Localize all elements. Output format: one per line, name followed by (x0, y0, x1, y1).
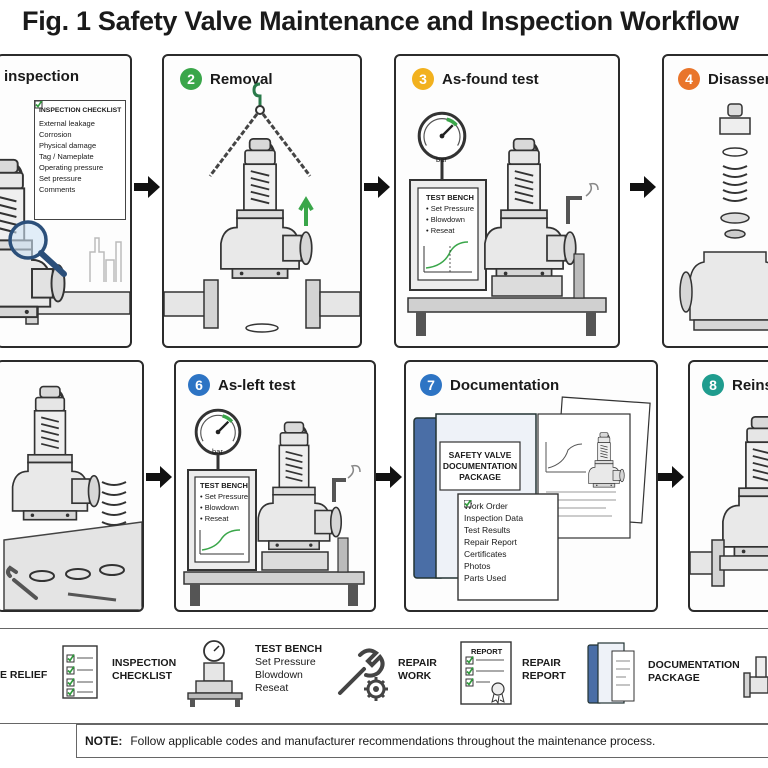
step-8-panel: 8 Reins (688, 360, 768, 612)
step-3-number: 3 (412, 68, 434, 90)
arrow-7-8 (658, 466, 684, 488)
note-text: Follow applicable codes and manufacturer… (130, 734, 656, 748)
step-8-illustration (690, 415, 768, 587)
step-7-illustration (413, 396, 651, 601)
as-found-bench-title: TEST BENCH (426, 193, 474, 202)
step-4-header: 4 Disasser (678, 68, 768, 90)
step-4-label: Disasser (708, 70, 768, 88)
step-8-number: 8 (702, 374, 724, 396)
legend-repair-report: REPAIR REPORT (522, 657, 566, 682)
legend-test-bench: TEST BENCH Set Pressure Blowdown Reseat (255, 643, 323, 694)
legend-report-icon (460, 641, 512, 705)
as-left-gauge-label: bar (212, 447, 223, 456)
checklist-item: Tag / Nameplate (35, 101, 121, 162)
as-found-bench-list: TEST BENCH • Set Pressure • Blowdown • R… (426, 192, 474, 236)
as-left-bench-list: TEST BENCH • Set Pressure • Blowdown • R… (200, 480, 248, 524)
checklist-item: External leakage (35, 101, 121, 129)
step-7-number: 7 (420, 374, 442, 396)
step-3-header: 3 As-found test (412, 68, 539, 90)
step-4-panel: 4 Disasser (662, 54, 768, 348)
legend-report-icon-label: REPORT (471, 647, 503, 656)
arrow-3-4 (630, 176, 656, 198)
legend-test-bench-icon (187, 640, 243, 707)
note-label: NOTE: (85, 734, 123, 748)
legend-strip: E RELIEF INSPECTION CHECKLIST TEST BENCH… (0, 628, 768, 724)
step-2-panel: 2 Removal (162, 54, 362, 348)
step-3-panel: 3 As-found test bar TEST BENCH • Set Pre… (394, 54, 620, 348)
legend-repair-icon (338, 648, 388, 701)
step-6-number: 6 (188, 374, 210, 396)
as-left-item-blowdown: • Blowdown (200, 503, 239, 512)
as-left-bench-title: TEST BENCH (200, 481, 248, 490)
checklist-item: Comments (35, 101, 121, 195)
as-left-item-reseat: • Reseat (200, 514, 229, 523)
documentation-item: Certificates (464, 500, 523, 560)
as-found-item-reseat: • Reseat (426, 226, 455, 235)
documentation-item: Test Results (464, 500, 523, 536)
legend-checklist-icon (62, 645, 98, 699)
legend-inspection-checklist: INSPECTION CHECKLIST (112, 657, 177, 682)
note-box: NOTE: Follow applicable codes and manufa… (76, 724, 768, 758)
documentation-item: Photos (464, 500, 523, 572)
step-6-panel: 6 As-left test bar TEST BENCH • Set Pres… (174, 360, 376, 612)
arrow-5-6 (146, 466, 172, 488)
step-1-label: inspection (4, 68, 80, 85)
check-icon (464, 500, 472, 508)
as-found-gauge-label: bar (436, 155, 447, 164)
step-8-header: 8 Reins (702, 374, 768, 396)
step-6-header: 6 As-left test (188, 374, 296, 396)
step-4-illustration (679, 103, 768, 331)
checklist-item: Operating pressure (35, 101, 121, 173)
checklist-item: Set pressure (35, 101, 121, 184)
documentation-item: Work Order (464, 500, 508, 511)
step-5-illustration (3, 385, 142, 610)
step-1-illustration (0, 158, 130, 325)
legend-documentation-package: DOCUMENTATION PACKAGE (648, 659, 740, 684)
step-4-number: 4 (678, 68, 700, 90)
step-8-label: Reins (732, 376, 768, 394)
step-1-header: inspection (4, 68, 79, 85)
step-7-panel: 7 Documentation SAFETY VALVE DOCUMENTATI… (404, 360, 658, 612)
step-2-number: 2 (180, 68, 202, 90)
step-5-panel (0, 360, 144, 612)
documentation-item: Parts Used (464, 500, 523, 584)
step-6-illustration (183, 408, 365, 606)
step-1-panel: inspection INSPECTION CHECKLIST External… (0, 54, 132, 348)
arrow-2-3 (364, 176, 390, 198)
step-7-header: 7 Documentation (420, 374, 559, 396)
legend-valve-icon (743, 656, 768, 698)
step-3-illustration (407, 111, 607, 336)
as-left-item-set-pressure: • Set Pressure (200, 492, 249, 501)
checklist-item: Physical damage (35, 101, 121, 151)
magnifier-icon (8, 220, 67, 277)
as-found-item-blowdown: • Blowdown (426, 215, 465, 224)
documentation-item: Inspection Data (464, 500, 523, 524)
step-3-label: As-found test (442, 70, 539, 88)
binder-cover-title: SAFETY VALVE DOCUMENTATION PACKAGE (442, 450, 518, 482)
step-2-illustration (164, 82, 360, 333)
legend-binder-icon (587, 642, 635, 704)
figure-title: Fig. 1 Safety Valve Maintenance and Insp… (22, 6, 739, 36)
as-found-item-set-pressure: • Set Pressure (426, 204, 475, 213)
checklist-item: Corrosion (35, 101, 121, 140)
step-7-label: Documentation (450, 376, 560, 394)
arrow-1-2 (134, 176, 160, 198)
step-6-label: As-left test (218, 376, 296, 394)
check-icon (35, 101, 43, 109)
documentation-item: Repair Report (464, 500, 523, 548)
arrow-6-7 (376, 466, 402, 488)
checklist-title: INSPECTION CHECKLIST (39, 107, 122, 114)
legend-repair-work: REPAIR WORK (398, 657, 437, 682)
legend-relief-label: E RELIEF (0, 669, 48, 681)
